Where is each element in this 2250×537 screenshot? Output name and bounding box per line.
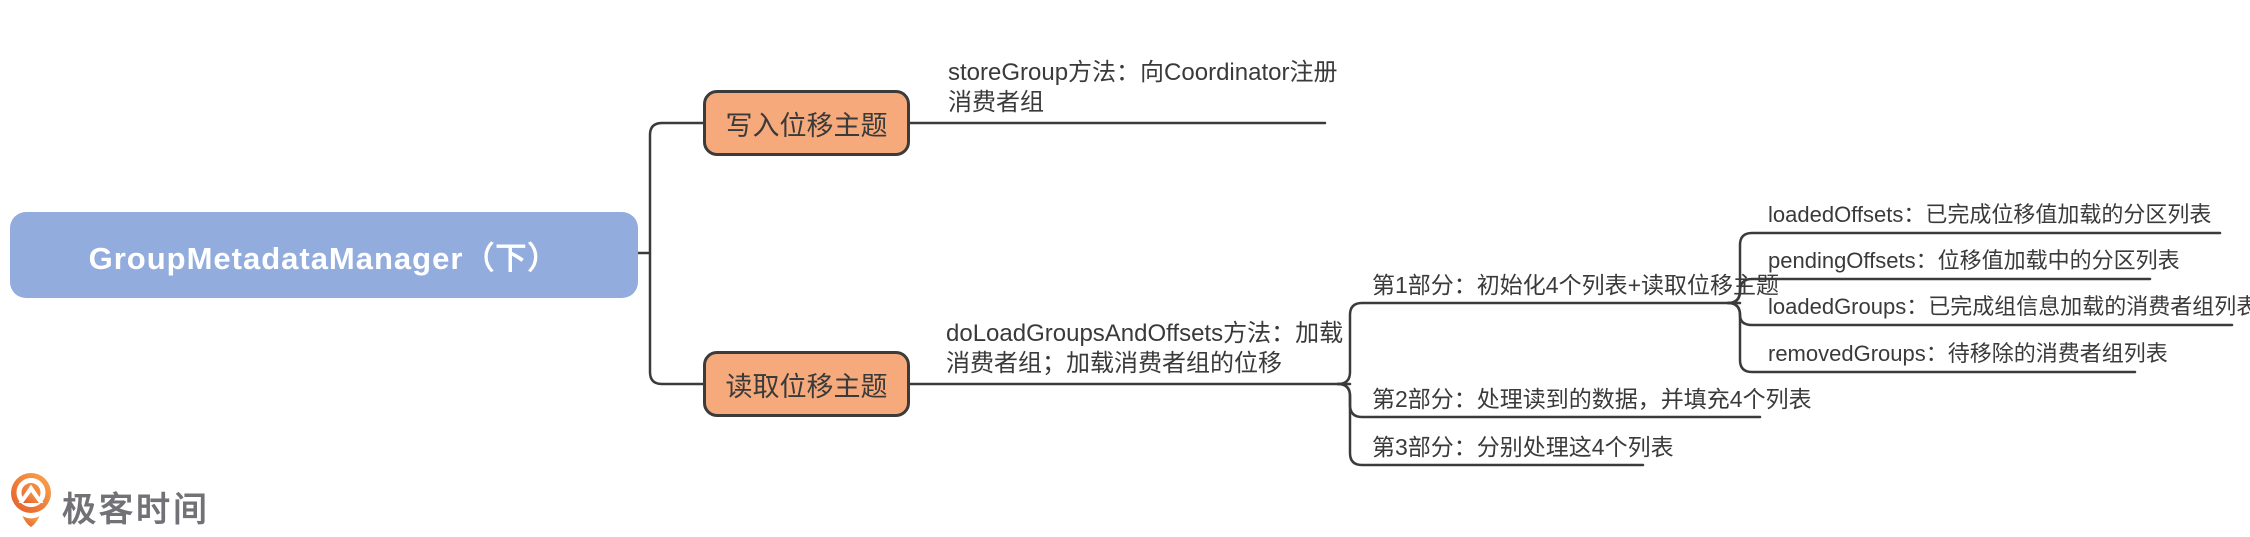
removed-groups-connector (1726, 301, 2137, 374)
topic-doload-line2: 消费者组；加载消费者组的位移 (946, 350, 1282, 377)
part1-connector (1336, 301, 1742, 386)
topic-store-group-line1: storeGroup方法：向Coordinator注册 (948, 59, 1338, 86)
topic-part3[interactable]: 第3部分：分别处理这4个列表 (1372, 434, 1674, 460)
topic-doload-groups-and-offsets[interactable]: doLoadGroupsAndOffsets方法：加载 消费者组；加载消费者组的… (946, 319, 1343, 379)
branch-topic-write-offsets[interactable]: 写入位移主题 (703, 90, 910, 156)
topic-removed-groups[interactable]: removedGroups：待移除的消费者组列表 (1768, 341, 2168, 366)
branch-topic-read-offsets[interactable]: 读取位移主题 (703, 351, 910, 417)
topic-part1[interactable]: 第1部分：初始化4个列表+读取位移主题 (1372, 272, 1780, 298)
topic-store-group[interactable]: storeGroup方法：向Coordinator注册 消费者组 (948, 58, 1337, 118)
geektime-logo-text: 极客时间 (62, 491, 210, 529)
geektime-logo: 极客时间 (10, 472, 207, 532)
topic-loaded-groups[interactable]: loadedGroups：已完成组信息加载的消费者组列表 (1768, 294, 2250, 319)
root-topic[interactable]: GroupMetadataManager（下） (10, 212, 638, 298)
topic-store-group-line2: 消费者组 (948, 89, 1044, 116)
topic-doload-line1: doLoadGroupsAndOffsets方法：加载 (946, 320, 1344, 347)
topic-pending-offsets[interactable]: pendingOffsets：位移值加载中的分区列表 (1768, 248, 2180, 273)
geektime-logo-icon (11, 473, 51, 527)
part3-connector (1336, 382, 1645, 467)
pending-offsets-connector (1726, 277, 2152, 305)
topic-loaded-offsets[interactable]: loadedOffsets：已完成位移值加载的分区列表 (1768, 202, 2212, 227)
topic-part2[interactable]: 第2部分：处理读到的数据，并填充4个列表 (1372, 386, 1812, 412)
trunk-connector (636, 121, 705, 386)
